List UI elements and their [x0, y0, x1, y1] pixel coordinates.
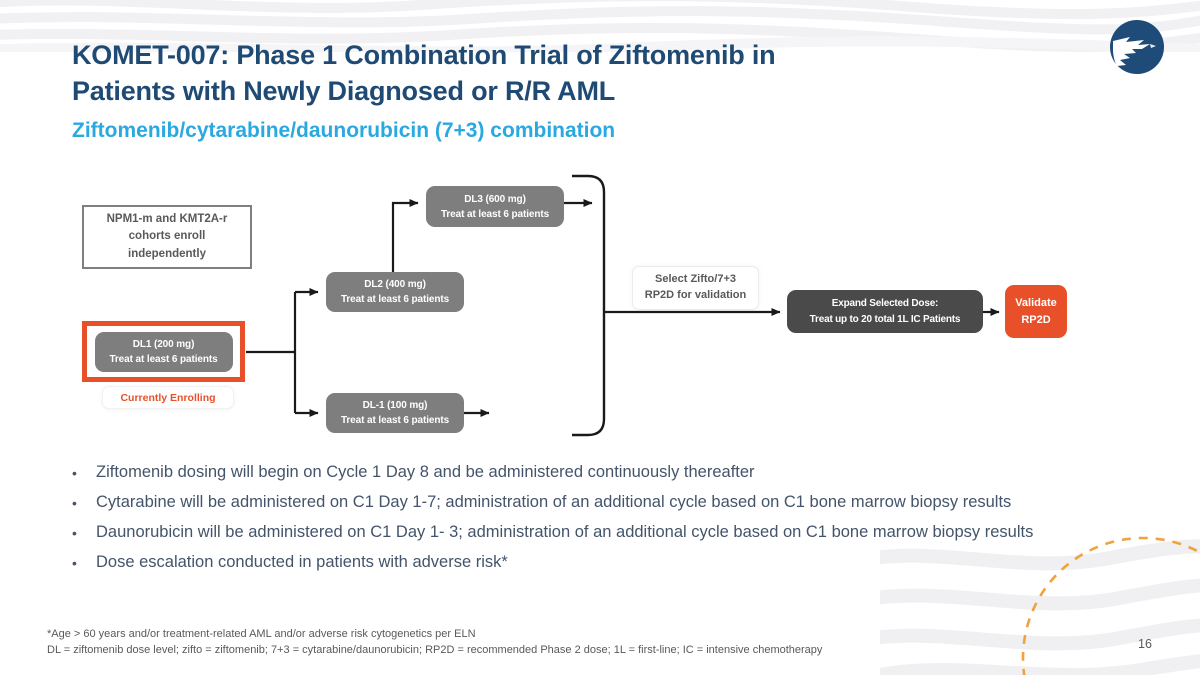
title-line-1: KOMET-007: Phase 1 Combination Trial of …	[72, 40, 776, 70]
dose-box-dl-minus-1-dose: DL-1 (100 mg)	[362, 400, 428, 411]
dose-box-dl1-dose: DL1 (200 mg)	[132, 338, 195, 350]
validate-rp2d-box: Validate RP2D	[1005, 285, 1067, 338]
dose-box-dl3: DL3 (600 mg) Treat at least 6 patients	[426, 186, 564, 227]
dose-box-dl2-note: Treat at least 6 patients	[340, 294, 450, 305]
footnote-line: DL = ziftomenib dose level; zifto = zift…	[47, 643, 823, 656]
bullet-text: Daunorubicin will be administered on C1 …	[96, 522, 1034, 541]
bullet-dot-icon: •	[72, 465, 77, 481]
bullet-text: Dose escalation conducted in patients wi…	[96, 552, 508, 571]
currently-enrolling-highlight-frame: DL1 (200 mg) Treat at least 6 patients	[82, 321, 245, 382]
select-rp2d-line: RP2D for validation	[644, 289, 747, 301]
dose-box-dl-minus-1: DL-1 (100 mg) Treat at least 6 patients	[326, 393, 464, 433]
footnote-line: *Age > 60 years and/or treatment-related…	[47, 628, 476, 640]
title-line-2: Patients with Newly Diagnosed or R/R AML	[72, 75, 616, 106]
cohort-note-box: NPM1-m and KMT2A-r cohorts enroll indepe…	[82, 205, 252, 269]
bullet-item: • Cytarabine will be administered on C1 …	[72, 491, 1076, 515]
cohort-note-line: cohorts enroll	[128, 230, 206, 243]
bullet-list: • Ziftomenib dosing will begin on Cycle …	[72, 461, 1076, 581]
page-subtitle: Ziftomenib/cytarabine/daunorubicin (7+3)…	[72, 119, 616, 142]
expand-selected-dose-box: Expand Selected Dose: Treat up to 20 tot…	[787, 290, 983, 333]
cohort-note-line: independently	[128, 247, 206, 260]
footnotes: *Age > 60 years and/or treatment-related…	[47, 627, 1047, 659]
dose-box-dl2-dose: DL2 (400 mg)	[364, 279, 426, 290]
bullet-text: Cytarabine will be administered on C1 Da…	[96, 492, 1012, 511]
bullet-item: • Dose escalation conducted in patients …	[72, 551, 1076, 575]
currently-enrolling-label: Currently Enrolling	[102, 386, 234, 409]
dose-box-dl1: DL1 (200 mg) Treat at least 6 patients	[94, 331, 233, 372]
dose-box-dl2: DL2 (400 mg) Treat at least 6 patients	[326, 272, 464, 312]
validate-box-line: Validate	[1015, 297, 1057, 309]
company-logo-icon	[1108, 18, 1166, 76]
bullet-item: • Ziftomenib dosing will begin on Cycle …	[72, 461, 1076, 485]
expand-box-line: Treat up to 20 total 1L IC Patients	[809, 313, 961, 325]
select-rp2d-label: Select Zifto/7+3 RP2D for validation	[632, 266, 759, 310]
bullet-dot-icon: •	[72, 524, 77, 541]
dose-box-dl3-note: Treat at least 6 patients	[440, 208, 550, 220]
validate-box-line: RP2D	[1021, 313, 1051, 326]
dose-box-dl1-note: Treat at least 6 patients	[109, 353, 218, 365]
bullet-text: Ziftomenib dosing will begin on Cycle 1 …	[96, 463, 755, 481]
cohort-note-line: NPM1-m and KMT2A-r	[106, 213, 228, 226]
expand-box-line: Expand Selected Dose:	[831, 298, 939, 309]
dose-box-dl-minus-1-note: Treat at least 6 patients	[340, 415, 450, 426]
dose-box-dl3-dose: DL3 (600 mg)	[464, 193, 526, 205]
bullet-dot-icon: •	[72, 494, 77, 511]
bullet-item: • Daunorubicin will be administered on C…	[72, 521, 1076, 545]
page-title: KOMET-007: Phase 1 Combination Trial of …	[72, 38, 952, 110]
page-number: 16	[1138, 637, 1152, 651]
bullet-dot-icon: •	[72, 554, 77, 571]
select-rp2d-line: Select Zifto/7+3	[654, 273, 736, 286]
